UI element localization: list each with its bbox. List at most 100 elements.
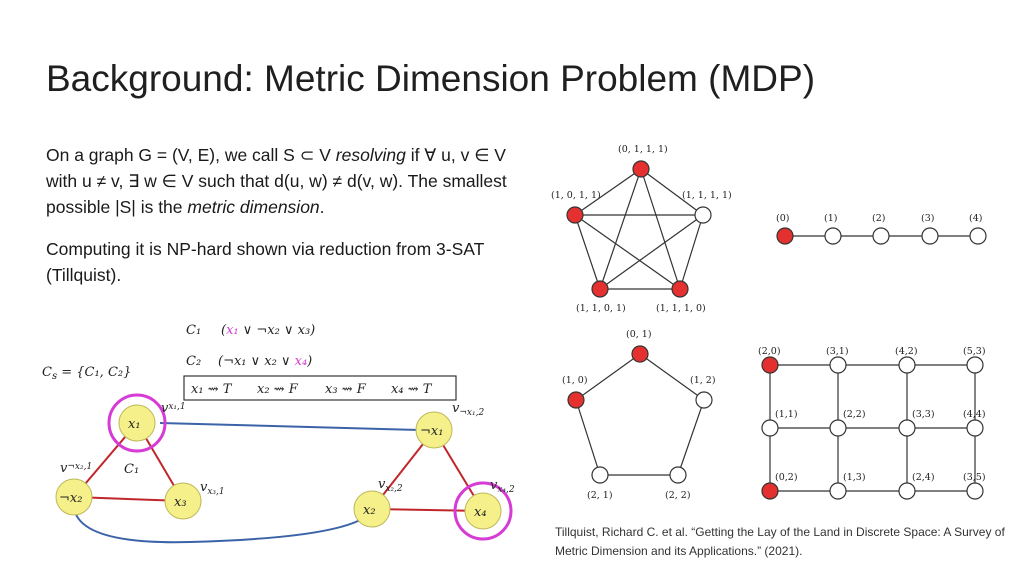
cycle-node	[695, 391, 713, 409]
path-label: (3)	[921, 213, 934, 224]
page-title: Background: Metric Dimension Problem (MD…	[46, 58, 816, 99]
cycle-graph	[575, 353, 705, 476]
path-node	[921, 227, 939, 245]
path-node	[824, 227, 842, 245]
path-label: (4)	[969, 213, 982, 224]
node-label: ¬x₁	[420, 424, 443, 439]
grid-node	[829, 419, 847, 437]
c1-rest: ∨ ¬x₂ ∨ x₃)	[239, 323, 316, 338]
k5-node-bottom-left	[591, 280, 609, 298]
grid-label: (4,4)	[963, 409, 986, 420]
c1-label: C₁	[186, 323, 201, 338]
v-subscript: ¬x₁,2	[459, 408, 484, 418]
grid-node	[898, 419, 916, 437]
path-node	[969, 227, 987, 245]
blue-edge-bottom	[73, 507, 369, 544]
grid-label: (4,2)	[895, 346, 918, 357]
cycle-label: (2, 2)	[665, 490, 691, 501]
grid-label: (1,3)	[843, 472, 866, 483]
k5-label: (0, 1, 1, 1)	[618, 144, 668, 155]
grid-label: (3,1)	[826, 346, 849, 357]
grid-node	[761, 419, 779, 437]
definition-part1: On a graph G = (V, E), we call S ⊂ V	[46, 145, 336, 165]
c2-x4-highlight: x₄	[295, 354, 308, 369]
node-label: x₃	[174, 495, 187, 510]
cs-symbol: C	[42, 365, 52, 380]
path-node	[872, 227, 890, 245]
c2-close: )	[306, 354, 312, 369]
grid-node	[761, 356, 779, 374]
grid-label: (2,0)	[758, 346, 781, 357]
v-label-x2: vx₂,2	[378, 477, 403, 494]
grid-node	[829, 356, 847, 374]
node-not-x1	[415, 411, 453, 449]
v-symbol: v	[161, 401, 169, 416]
c2-formula: (¬x₁ ∨ x₂ ∨ x₄)	[218, 354, 312, 369]
k5-label: (1, 1, 1, 0)	[656, 303, 706, 314]
path-label: (2)	[872, 213, 885, 224]
clause-set-label: Cs = {C₁, C₂}	[42, 365, 131, 382]
node-label: ¬x₂	[59, 491, 82, 506]
metric-dimension-term: metric dimension	[187, 197, 320, 217]
k5-label: (1, 0, 1, 1)	[551, 190, 601, 201]
k5-label: (1, 1, 0, 1)	[576, 303, 626, 314]
assignment-x3: x₃ ⇝ F	[325, 382, 367, 397]
cycle-label: (1, 2)	[690, 375, 716, 386]
assignment-x1: x₁ ⇝ T	[191, 382, 233, 397]
grid-label: (2,2)	[843, 409, 866, 420]
v-subscript: x₁,1	[168, 402, 185, 412]
v-symbol: v	[200, 480, 208, 495]
grid-node	[966, 356, 984, 374]
grid-node	[966, 419, 984, 437]
assignment-x4: x₄ ⇝ T	[391, 382, 433, 397]
definition-part3: .	[319, 197, 325, 217]
grid-node	[966, 482, 984, 500]
grid-label: (3,5)	[963, 472, 986, 483]
grid-label: (3,3)	[912, 409, 935, 420]
resolving-term: resolving	[335, 145, 406, 165]
node-x4	[464, 492, 502, 530]
citation: Tillquist, Richard C. et al. “Getting th…	[555, 525, 1005, 558]
node-x3	[164, 482, 202, 520]
cycle-node	[669, 466, 687, 484]
definition-paragraph: On a graph G = (V, E), we call S ⊂ V res…	[46, 142, 541, 220]
c1-formula: (x₁ ∨ ¬x₂ ∨ x₃)	[221, 323, 315, 338]
grid-node	[829, 482, 847, 500]
node-label: x₁	[128, 417, 141, 432]
cycle-node	[567, 391, 585, 409]
k5-graph	[574, 168, 704, 290]
cycle-label: (2, 1)	[587, 490, 613, 501]
cycle-node	[591, 466, 609, 484]
cs-subscript: s	[52, 371, 57, 382]
v-subscript: x₃,1	[207, 487, 224, 497]
path-node	[776, 227, 794, 245]
path-label: (0)	[776, 213, 789, 224]
v-label-not-x1: v¬x₁,2	[452, 401, 484, 418]
k5-node-left	[566, 206, 584, 224]
v-label-x1: vx₁,1	[161, 401, 186, 416]
grid-label: (1,1)	[775, 409, 798, 420]
node-x1	[118, 404, 156, 442]
path-label: (1)	[824, 213, 837, 224]
v-subscript: ¬x₂,1	[67, 462, 92, 472]
assignment-x2: x₂ ⇝ F	[257, 382, 299, 397]
c1-open: (	[221, 323, 227, 338]
v-symbol: v	[378, 477, 386, 492]
v-symbol: v	[490, 478, 498, 493]
v-label-x4: vx₄,2	[490, 478, 515, 495]
c2-label: C₂	[186, 354, 201, 369]
grid-graph	[769, 364, 976, 492]
grid-node	[898, 356, 916, 374]
node-label: x₂	[363, 503, 376, 518]
grid-label: (0,2)	[775, 472, 798, 483]
cycle-label: (1, 0)	[562, 375, 588, 386]
x1-highlight-ring	[107, 393, 167, 453]
node-not-x2	[55, 478, 93, 516]
v-symbol: v	[452, 401, 460, 416]
c1-x1-highlight: x₁	[226, 323, 239, 338]
node-x2	[353, 490, 391, 528]
grid-label: (5,3)	[963, 346, 986, 357]
assignment-box	[183, 375, 457, 401]
v-symbol: v	[60, 461, 68, 476]
k5-node-top	[632, 160, 650, 178]
